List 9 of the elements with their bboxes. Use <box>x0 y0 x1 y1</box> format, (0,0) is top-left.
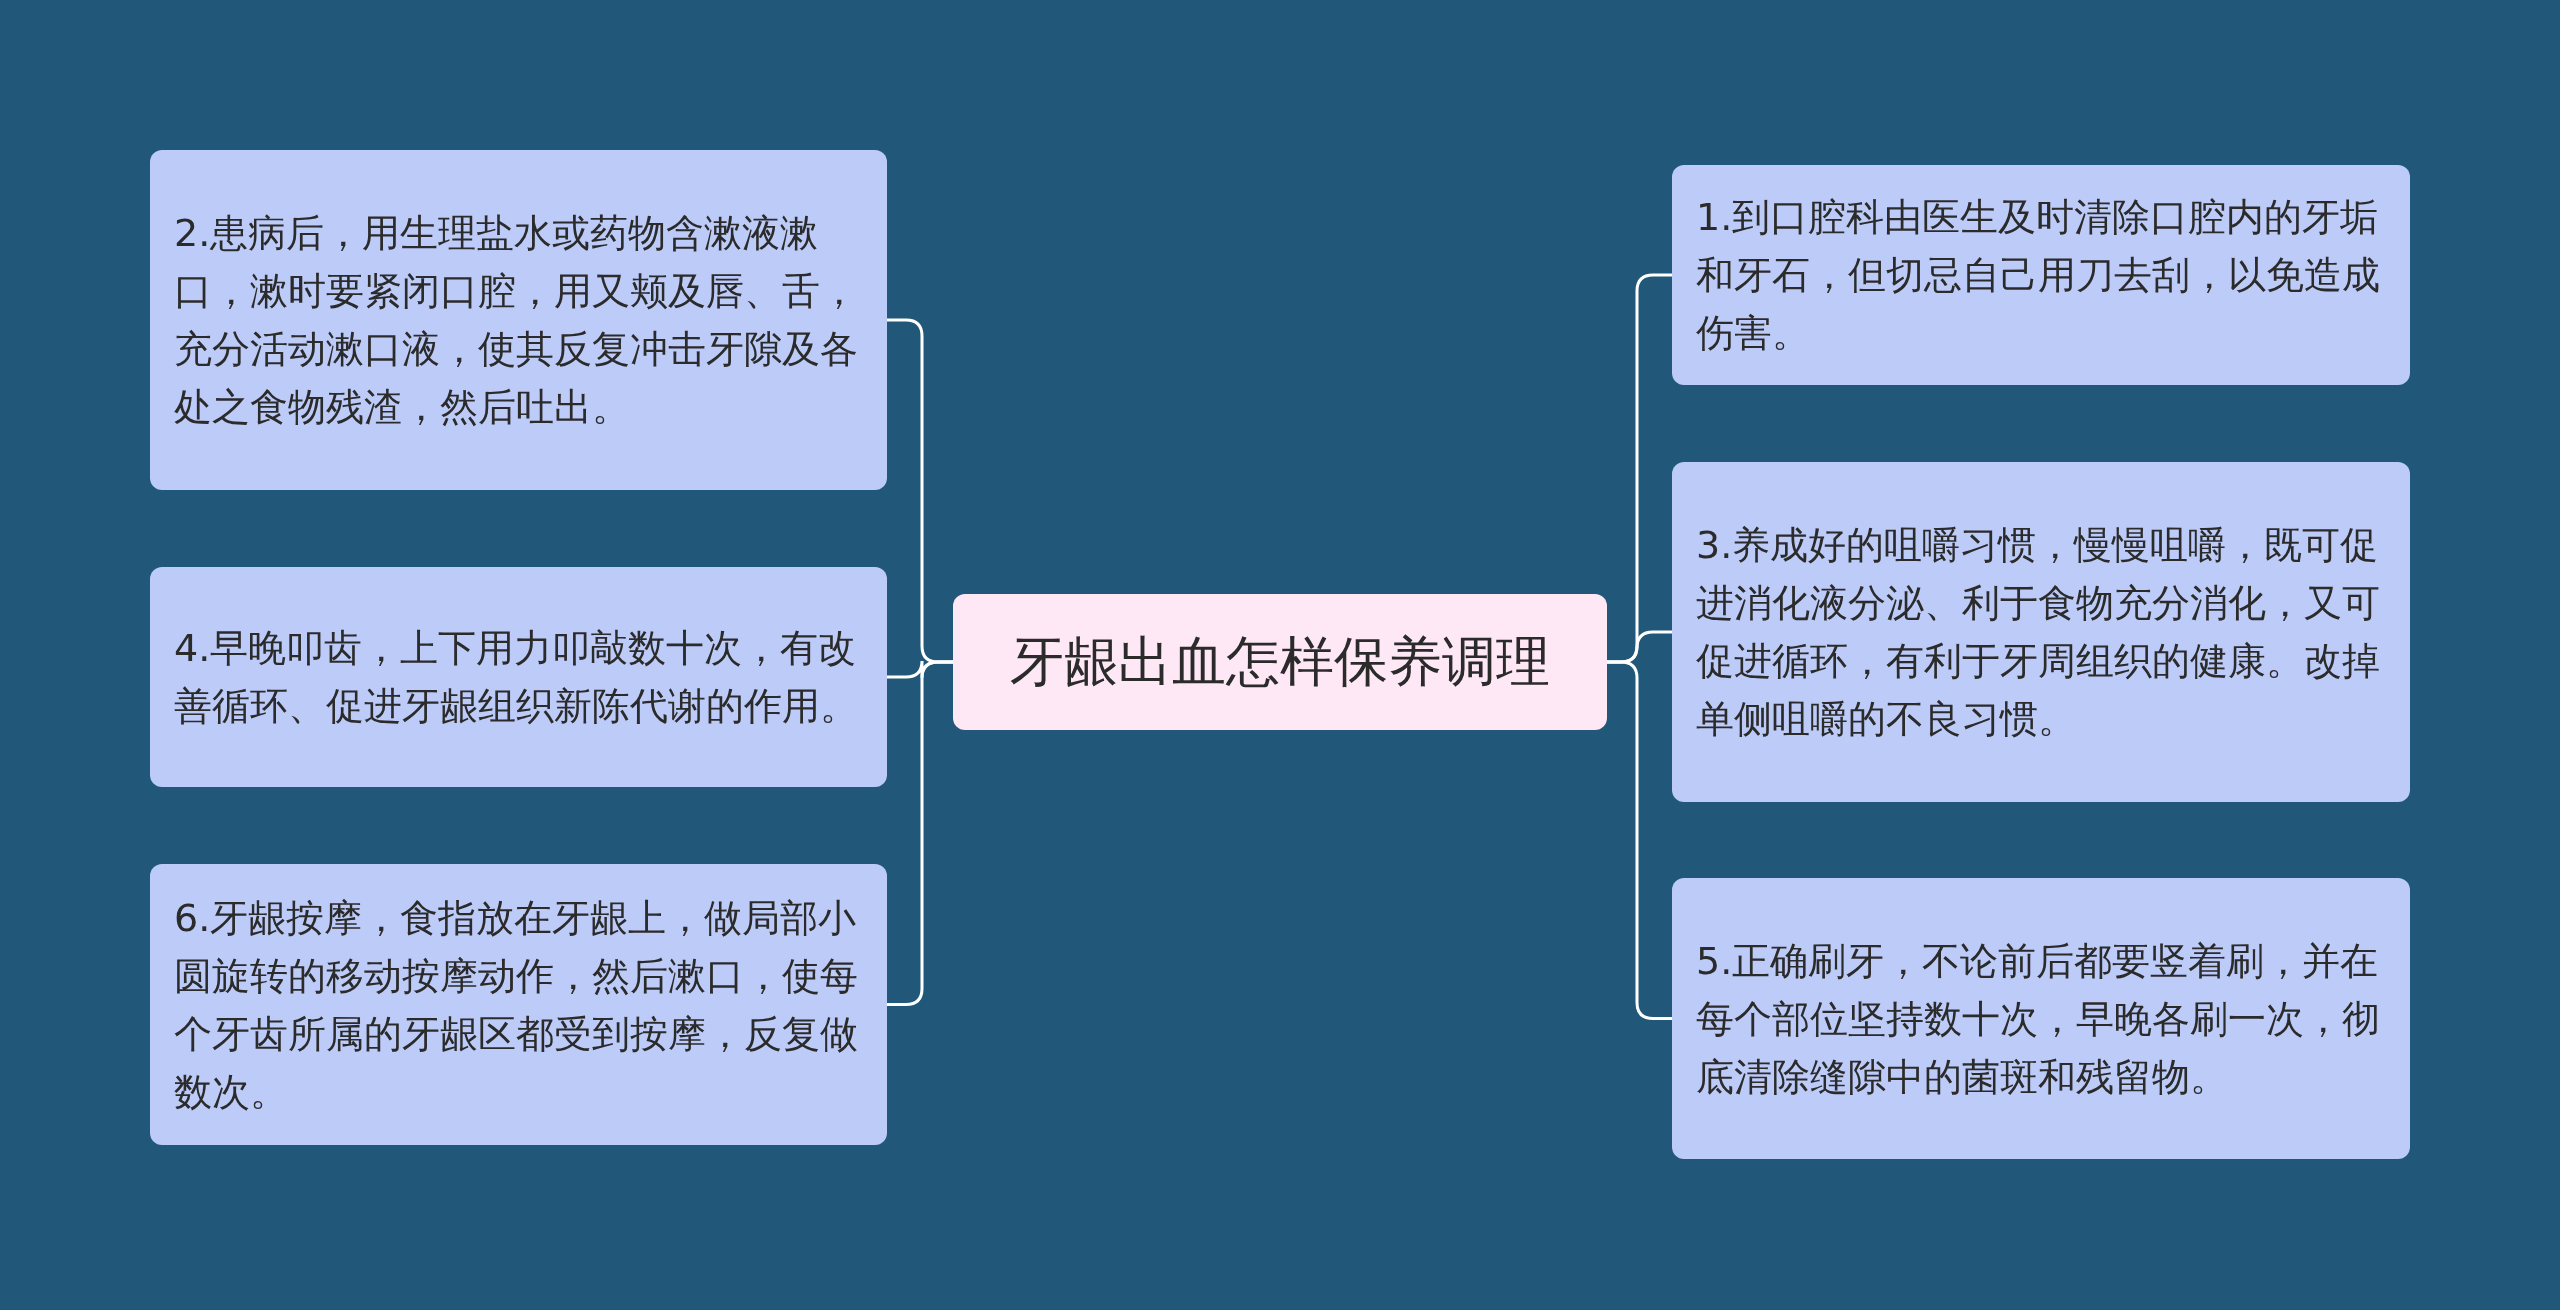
note-box: 2.患病后，用生理盐水或药物含漱液漱口，漱时要紧闭口腔，用又颊及唇、舌，充分活动漱口液，使其反复冲击牙隙及各处之食物残渣，然后吐出。 <box>150 150 887 490</box>
connector-line <box>1607 660 1672 1020</box>
connector-line <box>887 660 953 1006</box>
note-box: 5.正确刷牙，不论前后都要竖着刷，并在每个部位坚持数十次，早晚各刷一次，彻底清除缝隙中的菌斑和残留物。 <box>1672 878 2410 1159</box>
note-box: 3.养成好的咀嚼习惯，慢慢咀嚼，既可促进消化液分泌、利于食物充分消化，又可促进循环，有利于牙周组织的健康。改掉单侧咀嚼的不良习惯。 <box>1672 462 2410 802</box>
note-box: 4.早晚叩齿，上下用力叩敲数十次，有改善循环、促进牙龈组织新陈代谢的作用。 <box>150 567 887 787</box>
note-box: 6.牙龈按摩，食指放在牙龈上，做局部小圆旋转的移动按摩动作，然后漱口，使每个牙齿所属的牙龈区都受到按摩，反复做数次。 <box>150 864 887 1145</box>
topic-box: 牙龈出血怎样保养调理 <box>953 594 1607 730</box>
note-box: 1.到口腔科由医生及时清除口腔内的牙垢和牙石，但切忌自己用刀去刮，以免造成伤害。 <box>1672 165 2410 385</box>
